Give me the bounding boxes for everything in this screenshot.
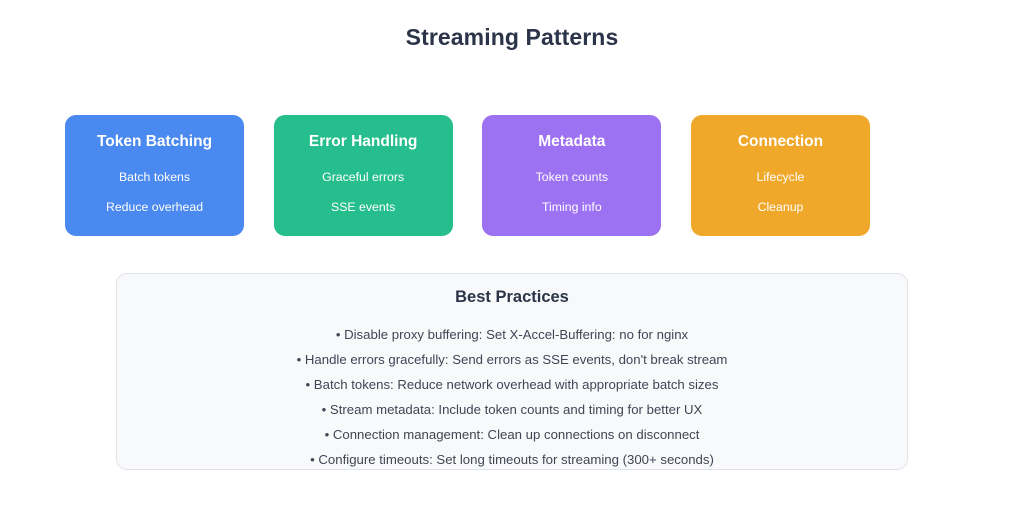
pattern-card-line-1: Graceful errors [322, 169, 405, 184]
page-title: Streaming Patterns [405, 24, 619, 50]
pattern-card-line-1: Batch tokens [118, 169, 191, 184]
list-item: • Configure timeouts: Set long timeouts … [310, 452, 714, 467]
pattern-card-line-1: Lifecycle [756, 169, 805, 184]
list-item: • Connection management: Clean up connec… [324, 427, 700, 442]
pattern-card-title: Connection [737, 133, 824, 150]
pattern-card-error-handling[interactable]: Error Handling Graceful errors SSE event… [273, 115, 453, 236]
pattern-card-metadata[interactable]: Metadata Token counts Timing info [482, 115, 662, 236]
pattern-card-line-2: Reduce overhead [105, 199, 204, 214]
list-item: • Batch tokens: Reduce network overhead … [305, 377, 719, 392]
list-item: • Stream metadata: Include token counts … [321, 402, 703, 417]
pattern-card-connection[interactable]: Connection Lifecycle Cleanup [690, 115, 870, 236]
pattern-card-title: Error Handling [308, 133, 418, 150]
list-item: • Disable proxy buffering: Set X-Accel-B… [335, 327, 689, 342]
list-item: • Handle errors gracefully: Send errors … [296, 352, 728, 367]
pattern-card-token-batching[interactable]: Token Batching Batch tokens Reduce overh… [65, 115, 244, 236]
pattern-card-title: Metadata [538, 133, 606, 150]
pattern-card-line-2: Timing info [541, 199, 602, 214]
best-practices-panel: Best Practices • Disable proxy buffering… [116, 273, 908, 470]
pattern-card-line-2: SSE events [331, 199, 396, 214]
pattern-card-line-1: Token counts [535, 169, 609, 184]
best-practices-list: • Disable proxy buffering: Set X-Accel-B… [117, 322, 907, 472]
pattern-card-title: Token Batching [96, 133, 213, 150]
pattern-card-line-2: Cleanup [757, 199, 804, 214]
best-practices-title: Best Practices [455, 288, 569, 306]
pattern-card-row: Token Batching Batch tokens Reduce overh… [65, 115, 870, 236]
